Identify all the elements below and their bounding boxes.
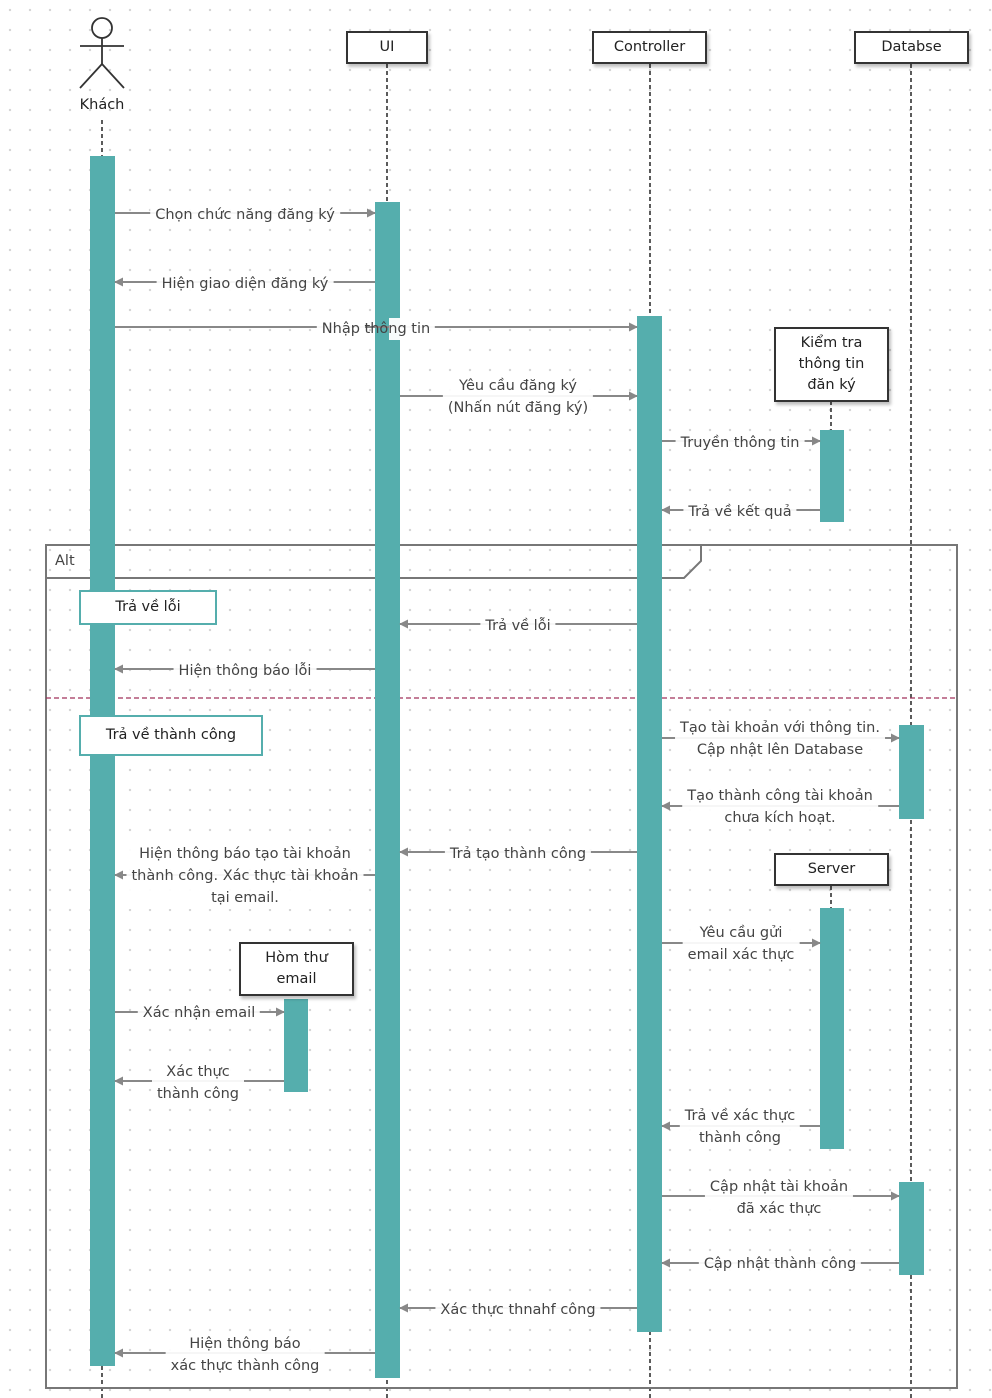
message-label: Trả tạo thành công <box>444 843 592 865</box>
message-label: Xác nhận email <box>137 1002 261 1024</box>
mailbox-note: Hòm thư email <box>239 942 354 996</box>
lifeline-head-ui: UI <box>346 31 428 64</box>
message-label: Yêu cầu gửi email xác thực <box>682 922 800 966</box>
activation-controller <box>637 316 662 1332</box>
actor-name: Khách <box>79 97 125 113</box>
message-label: Tạo tài khoản với thông tin. Cập nhật lê… <box>675 717 885 761</box>
message-label: Hiện thông báo xác thực thành công <box>165 1333 325 1377</box>
alt-label: Alt <box>55 553 75 569</box>
message-label: Cập nhật thành công <box>698 1253 862 1275</box>
message-label: Yêu cầu đăng ký (Nhấn nút đăng ký) <box>442 375 594 419</box>
message-label: Truyền thông tin <box>675 432 805 454</box>
message-label: Hiện thông báo lỗi <box>173 660 317 682</box>
message-label: Tạo thành công tài khoản chưa kích hoạt. <box>682 785 878 829</box>
activation-ui <box>375 202 400 1378</box>
validate-note: Kiểm tra thông tin đăn ký <box>774 327 889 402</box>
activation-mailbox <box>284 999 308 1092</box>
alt-branch-success: Trả về thành công <box>79 715 263 756</box>
message-label: Trả về lỗi <box>480 615 556 637</box>
message-label: Hiện thông báo tạo tài khoản thành công.… <box>126 843 364 909</box>
lifeline-head-database: Databse <box>854 31 969 64</box>
actor-icon <box>79 17 125 89</box>
activation-actor <box>90 156 115 1366</box>
activation-validate <box>820 430 844 522</box>
alt-branch-error: Trả về lỗi <box>79 590 217 625</box>
server-note: Server <box>774 853 889 886</box>
message-label: Xác thực thành công <box>152 1061 244 1105</box>
message-label: Hiện giao diện đăng ký <box>156 273 334 295</box>
lifeline-head-controller: Controller <box>592 31 707 64</box>
message-label: Trả về kết quả <box>683 501 797 523</box>
activation-server <box>820 908 844 1149</box>
message-label: Trả về xác thực thành công <box>679 1105 801 1149</box>
activation-database-2 <box>899 1182 924 1275</box>
alt-frame <box>45 544 958 1389</box>
message-label: Cập nhật tài khoản đã xác thực <box>704 1176 854 1220</box>
activation-database-1 <box>899 725 924 819</box>
message-label: Chọn chức năng đăng ký <box>150 204 340 226</box>
message-label: Xác thực thnahf công <box>435 1299 601 1321</box>
message-label: Nhập thông tin <box>316 318 436 340</box>
